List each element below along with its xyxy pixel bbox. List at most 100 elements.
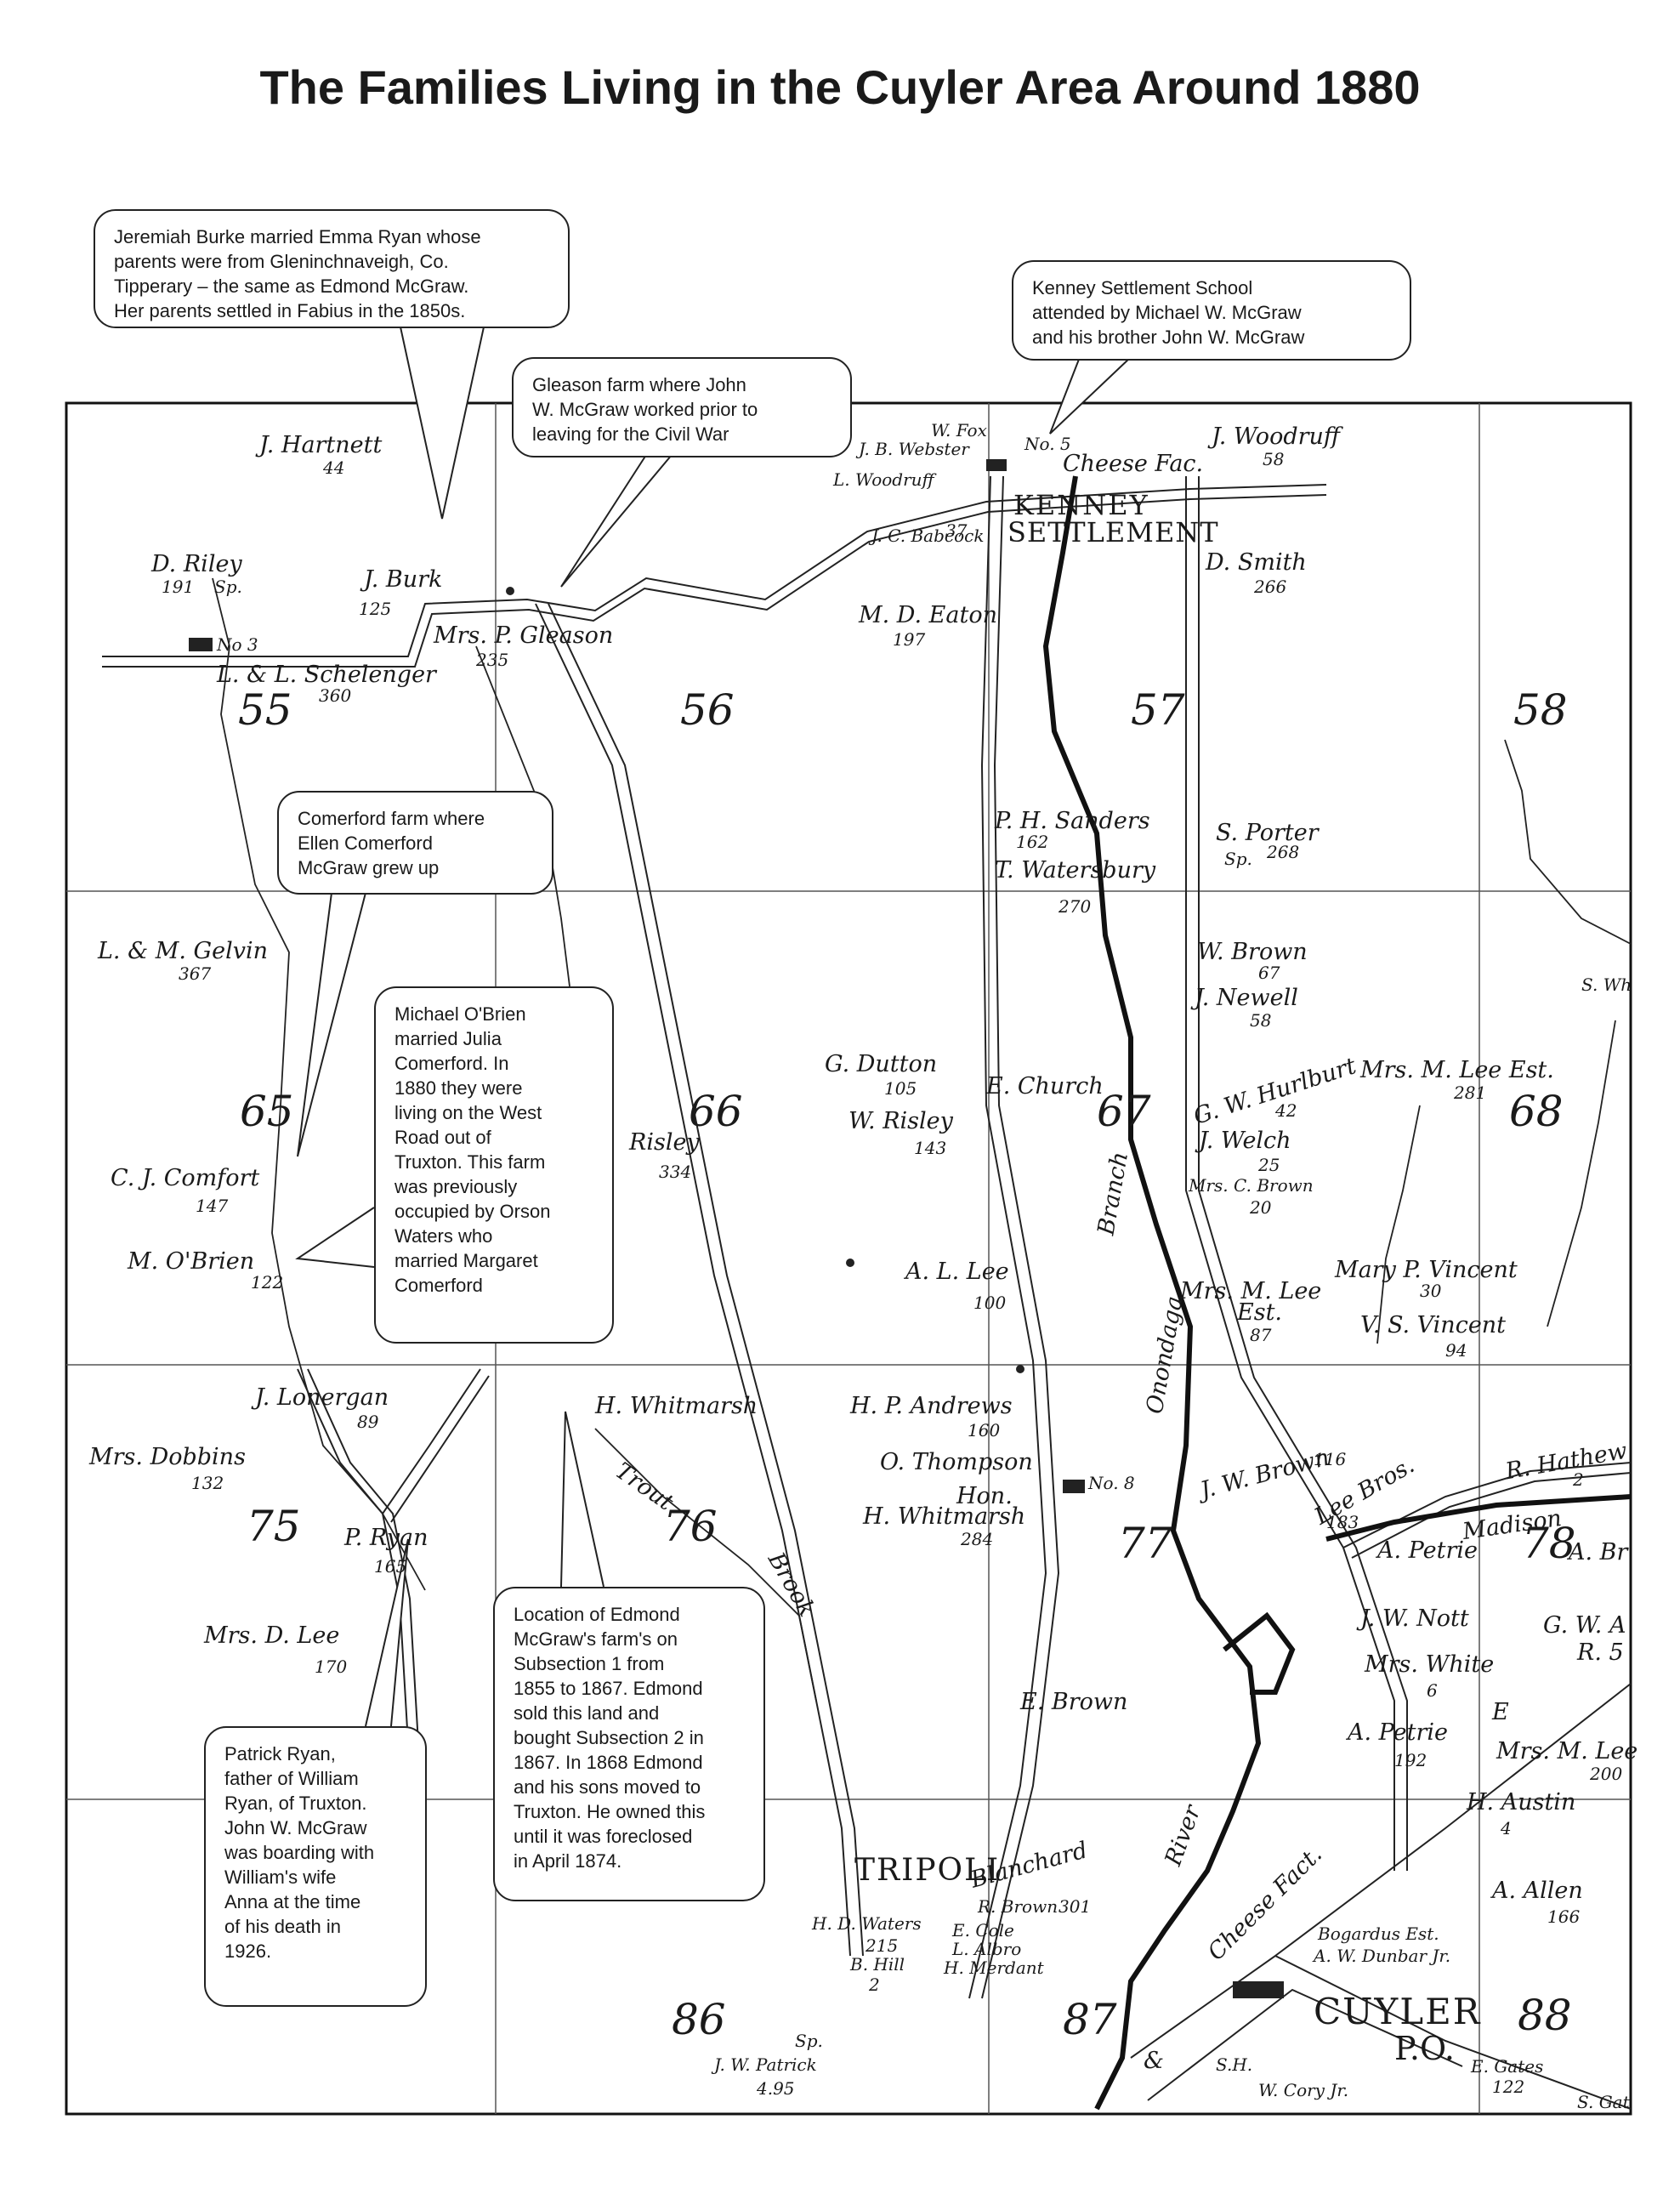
acreage: 4 bbox=[1501, 1818, 1512, 1838]
acreage: 147 bbox=[196, 1196, 229, 1216]
acreage: 67 bbox=[1258, 963, 1280, 983]
section-number: 55 bbox=[238, 685, 292, 735]
owner-label: H. D. Waters bbox=[812, 1913, 922, 1934]
acreage: 367 bbox=[179, 963, 212, 984]
owner-label: T. Watersbury bbox=[995, 857, 1156, 884]
owner-label: H. Austin bbox=[1467, 1789, 1576, 1815]
section-number: 57 bbox=[1131, 685, 1185, 735]
owner-label: J. B. Webster bbox=[859, 439, 969, 459]
acreage: 160 bbox=[968, 1420, 1001, 1440]
section-number: 87 bbox=[1063, 1995, 1117, 2044]
owner-label: J. W. Nott bbox=[1360, 1605, 1469, 1632]
acreage: 235 bbox=[476, 650, 509, 670]
section-number: 58 bbox=[1513, 685, 1568, 735]
school-label: No. 8 bbox=[1088, 1473, 1135, 1493]
owner-label: Mrs. M. Lee bbox=[1180, 1278, 1322, 1304]
acreage: 122 bbox=[1492, 2077, 1525, 2097]
owner-label: S. Wh bbox=[1581, 974, 1632, 995]
acreage: 165 bbox=[374, 1556, 407, 1577]
acreage: 301 bbox=[1059, 1896, 1092, 1917]
acreage: 281 bbox=[1454, 1082, 1487, 1103]
owner-label: J. Welch bbox=[1199, 1128, 1291, 1154]
owner-label: Mrs. M. Lee Est. bbox=[1360, 1057, 1554, 1083]
section-number: 78 bbox=[1522, 1519, 1576, 1568]
owner-label: E. Cole bbox=[952, 1920, 1014, 1940]
acreage: 166 bbox=[1547, 1906, 1581, 1927]
owner-label: Bogardus Est. bbox=[1318, 1923, 1439, 1944]
callout-pointers bbox=[295, 322, 1132, 1727]
owner-label: H. Merdant bbox=[944, 1958, 1044, 1978]
acreage: 2 bbox=[869, 1975, 880, 1995]
callout-ryan: Patrick Ryan, father of William Ryan, of… bbox=[204, 1726, 427, 2007]
callout-obrien: Michael O'Brien married Julia Comerford.… bbox=[374, 986, 614, 1344]
owner-label: A. L. Lee bbox=[905, 1259, 1009, 1285]
owner-label: G. Dutton bbox=[825, 1051, 938, 1077]
acreage: 4.95 bbox=[757, 2078, 795, 2099]
owner-label: O. Thompson bbox=[880, 1449, 1033, 1475]
owner-label: Mrs. C. Brown bbox=[1189, 1175, 1314, 1196]
owner-label: E. Brown bbox=[1020, 1689, 1128, 1715]
owner-label: Mrs. P. Gleason bbox=[434, 622, 614, 649]
callout-comerford: Comerford farm where Ellen Comerford McG… bbox=[277, 791, 553, 895]
section-number: 56 bbox=[680, 685, 735, 735]
roads bbox=[102, 475, 1632, 2110]
callout-burke: Jeremiah Burke married Emma Ryan whose p… bbox=[94, 209, 570, 328]
acreage: 191 bbox=[162, 577, 195, 597]
section-number: 77 bbox=[1118, 1519, 1172, 1568]
owner-label: Hon. bbox=[956, 1483, 1013, 1509]
owner-label: C. J. Comfort bbox=[111, 1165, 260, 1191]
acreage: 270 bbox=[1059, 896, 1092, 917]
road-label: R. 5 bbox=[1577, 1639, 1624, 1666]
acreage: 266 bbox=[1254, 577, 1287, 597]
owner-label: A. Br bbox=[1569, 1539, 1628, 1565]
acreage: 132 bbox=[191, 1473, 224, 1493]
owner-label: D. Riley bbox=[151, 551, 242, 577]
owner-label: M. O'Brien bbox=[128, 1248, 255, 1275]
acreage: 2 bbox=[1573, 1469, 1584, 1490]
acreage: 116 bbox=[1314, 1449, 1347, 1469]
owner-label: L. & M. Gelvin bbox=[98, 938, 268, 964]
owner-label: M. D. Eaton bbox=[859, 602, 997, 628]
owner-label: Risley bbox=[629, 1129, 700, 1156]
place-cuyler-po: P.O. bbox=[1394, 2030, 1455, 2067]
owner-label: J. Burk bbox=[364, 566, 443, 593]
owner-label: Mrs. D. Lee bbox=[204, 1622, 340, 1649]
acreage: 215 bbox=[866, 1935, 899, 1956]
spring-label: Sp. bbox=[214, 577, 242, 597]
owner-label: B. Hill bbox=[850, 1954, 905, 1975]
acreage: 183 bbox=[1326, 1512, 1359, 1532]
place-kenney: KENNEY bbox=[1013, 489, 1149, 521]
acreage: 192 bbox=[1394, 1750, 1427, 1770]
acreage: 268 bbox=[1267, 842, 1300, 862]
acreage: 37 bbox=[945, 520, 968, 541]
callout-gleason: Gleason farm where John W. McGraw worked… bbox=[512, 357, 852, 457]
acreage: 44 bbox=[323, 457, 345, 478]
place-tripoli: TRIPOLI bbox=[854, 1853, 1001, 1888]
road-label: E bbox=[1492, 1699, 1509, 1725]
acreage: 360 bbox=[319, 685, 352, 706]
spring-label: Sp. bbox=[1224, 849, 1252, 869]
owner-label: L. & L. Schelenger bbox=[217, 662, 436, 688]
section-number: 86 bbox=[672, 1995, 726, 2044]
ampersand-label: & bbox=[1144, 2048, 1165, 2074]
acreage: 125 bbox=[359, 599, 392, 619]
acreage: 200 bbox=[1590, 1764, 1623, 1784]
acreage: 162 bbox=[1016, 832, 1049, 852]
section-number: 66 bbox=[689, 1087, 743, 1136]
callout-edmond: Location of Edmond McGraw's farm's on Su… bbox=[493, 1587, 765, 1901]
owner-label: L. Woodruff bbox=[833, 469, 934, 490]
church-label: E. Church bbox=[986, 1073, 1104, 1100]
acreage: 6 bbox=[1427, 1680, 1438, 1701]
owner-label: Est. bbox=[1237, 1299, 1282, 1326]
school-label: No. 5 bbox=[1024, 434, 1071, 454]
river bbox=[1042, 475, 1632, 2111]
owner-label: S. Porter bbox=[1216, 820, 1319, 846]
section-number: 68 bbox=[1509, 1087, 1564, 1136]
acreage: 284 bbox=[961, 1529, 994, 1549]
owner-label: A. Allen bbox=[1492, 1878, 1583, 1904]
acreage: 334 bbox=[659, 1162, 692, 1182]
acreage: 170 bbox=[315, 1656, 348, 1677]
owner-label: W. Brown bbox=[1197, 939, 1308, 965]
spring-label: Sp. bbox=[795, 2031, 823, 2051]
acreage: 143 bbox=[914, 1138, 947, 1158]
